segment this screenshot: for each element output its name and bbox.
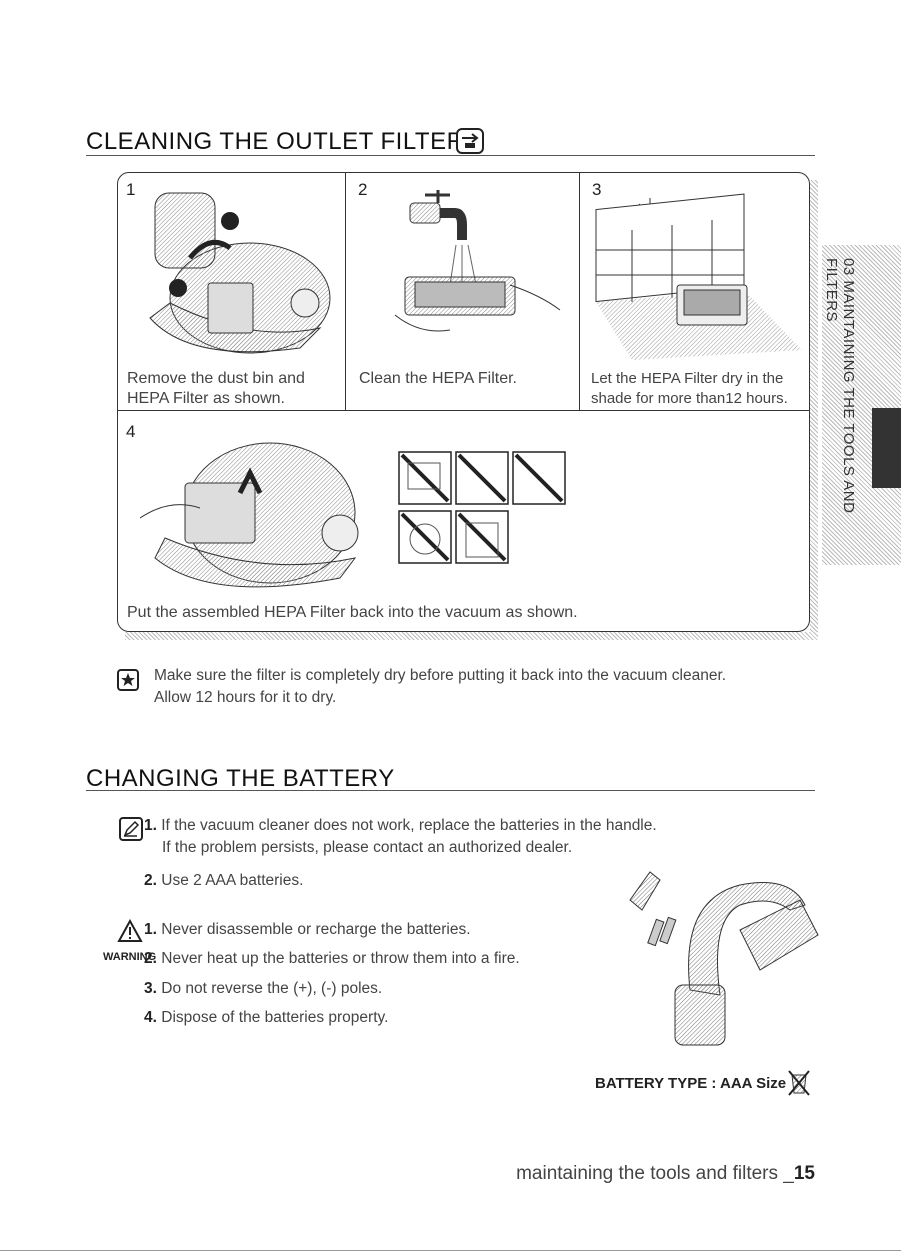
chapter-side-marker [872, 408, 901, 488]
section-title-outlet-filter: CLEANING THE OUTLET FILTER [86, 128, 465, 155]
section-rule [86, 790, 815, 791]
outlet-filter-icon [456, 128, 484, 154]
chapter-side-label: 03 MAINTAINING THE TOOLS AND FILTERS [823, 258, 857, 514]
step-caption: Let the HEPA Filter dry in the shade for… [591, 370, 788, 407]
step-caption: Remove the dust bin and HEPA Filter as s… [127, 370, 305, 407]
note-star-icon [117, 669, 139, 691]
note-pencil-icon [119, 817, 143, 841]
section-title-battery: CHANGING THE BATTERY [86, 765, 395, 792]
panel-divider [345, 173, 346, 411]
filter-dry-note: Make sure the filter is completely dry b… [154, 667, 727, 706]
vacuum-open-illustration [149, 192, 331, 354]
step-caption: Clean the HEPA Filter. [359, 370, 517, 387]
handle-battery-illustration [629, 871, 819, 1046]
panel-shadow-right [810, 180, 818, 638]
warning-item: 4. Dispose of the batteries property. [144, 1009, 389, 1026]
battery-disposal-icon [788, 1070, 810, 1096]
step-number: 2 [358, 180, 368, 199]
battery-note-2: 2. Use 2 AAA batteries. [144, 872, 304, 889]
warning-item: 3. Do not reverse the (+), (-) poles. [144, 980, 383, 997]
steps-panel [117, 172, 810, 632]
step-number: 3 [592, 180, 602, 199]
filter-drying-in-shade-illustration [595, 193, 802, 360]
panel-divider [579, 173, 580, 411]
vacuum-reassembly-illustration [140, 442, 359, 588]
warning-item: 2. Never heat up the batteries or throw … [144, 950, 520, 967]
bottom-rule [0, 1250, 901, 1251]
step-number: 1 [126, 180, 136, 199]
step-number: 4 [126, 422, 136, 441]
warning-triangle-icon [117, 919, 143, 942]
no-microwave-dryer-sun-icons [398, 451, 566, 564]
panel-shadow-bottom [125, 632, 818, 640]
section-rule [86, 155, 815, 156]
panel-divider [118, 410, 809, 411]
warning-label: WARNING [103, 951, 157, 963]
step-caption: Put the assembled HEPA Filter back into … [127, 604, 578, 621]
page-footer: maintaining the tools and filters _15 [516, 1163, 815, 1184]
chapter-side-tab [822, 245, 901, 565]
battery-note-1: 1. If the vacuum cleaner does not work, … [144, 817, 657, 856]
faucet-washing-filter-illustration [394, 190, 561, 332]
warning-item: 1. Never disassemble or recharge the bat… [144, 921, 471, 938]
battery-type-label: BATTERY TYPE : AAA Size [595, 1075, 787, 1092]
